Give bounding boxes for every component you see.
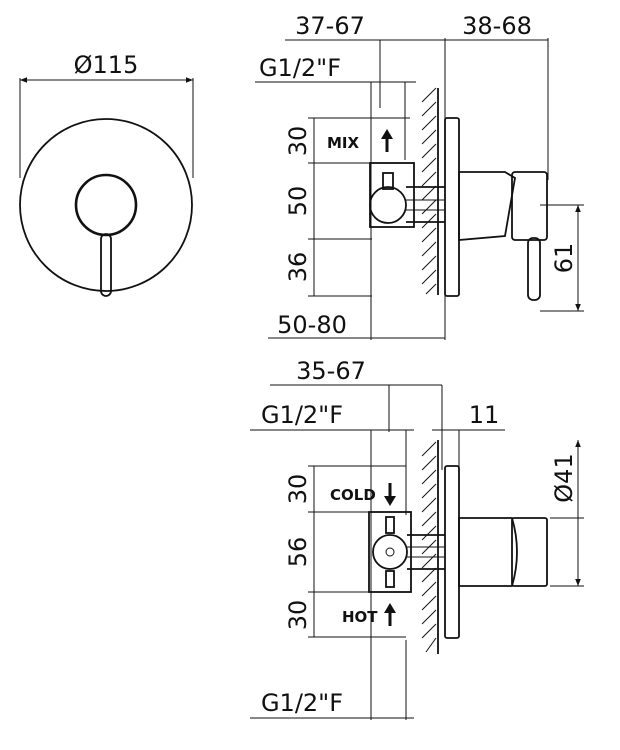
front-diameter-label: Ø115 xyxy=(74,51,139,79)
bottom-thread-bottom-label: G1/2"F xyxy=(261,689,343,717)
valve-port xyxy=(369,186,407,224)
valve-body-bottom xyxy=(368,511,412,593)
cover-plate-side-bottom xyxy=(444,465,460,639)
cover-plate xyxy=(19,118,193,292)
bottom-side-view: 35-67 G1/2"F 11 30 56 30 COLD HOT xyxy=(250,357,584,720)
front-view: Ø115 xyxy=(19,51,194,297)
wall-hatching xyxy=(421,87,437,295)
lever-handle xyxy=(100,233,112,297)
cold-label: COLD xyxy=(330,486,376,504)
top-vert-3-label: 36 xyxy=(284,252,312,283)
top-bottom-depth-label: 50-80 xyxy=(277,311,347,339)
hot-label: HOT xyxy=(342,608,378,626)
top-lever-height-label: 61 xyxy=(550,243,578,274)
bottom-depth-label: 35-67 xyxy=(296,357,366,385)
bottom-diameter-label: Ø41 xyxy=(550,453,578,502)
valve-stem-bottom xyxy=(385,570,395,588)
hot-up-arrow-icon xyxy=(384,603,396,626)
handle-hub xyxy=(511,171,548,241)
handle-lever xyxy=(527,237,541,301)
bottom-vert-3-label: 30 xyxy=(284,600,312,631)
top-depth-right-label: 38-68 xyxy=(462,12,532,40)
top-vert-2-label: 50 xyxy=(284,186,312,217)
bottom-vert-2-label: 56 xyxy=(284,537,312,568)
knob-body xyxy=(458,517,518,587)
top-vert-1-label: 30 xyxy=(284,126,312,157)
bottom-thread-top-label: G1/2"F xyxy=(261,401,343,429)
valve-body xyxy=(369,162,415,228)
bottom-offset-label: 11 xyxy=(469,401,500,429)
handle-body xyxy=(458,171,516,241)
mix-label: MIX xyxy=(327,134,360,152)
bottom-vert-1-label: 30 xyxy=(284,474,312,505)
valve-port-bottom xyxy=(372,534,408,570)
knob-cap xyxy=(511,517,548,587)
valve-stem-top xyxy=(385,516,395,534)
cold-down-arrow-icon xyxy=(384,483,396,506)
valve-stem xyxy=(382,172,394,190)
mix-up-arrow-icon xyxy=(381,129,393,152)
lever-hub xyxy=(74,173,138,237)
top-side-view: 37-67 38-68 G1/2"F 30 50 36 MIX xyxy=(255,12,584,340)
top-depth-left-label: 37-67 xyxy=(295,12,365,40)
top-thread-label: G1/2"F xyxy=(259,54,341,82)
cover-plate-side xyxy=(444,117,460,297)
